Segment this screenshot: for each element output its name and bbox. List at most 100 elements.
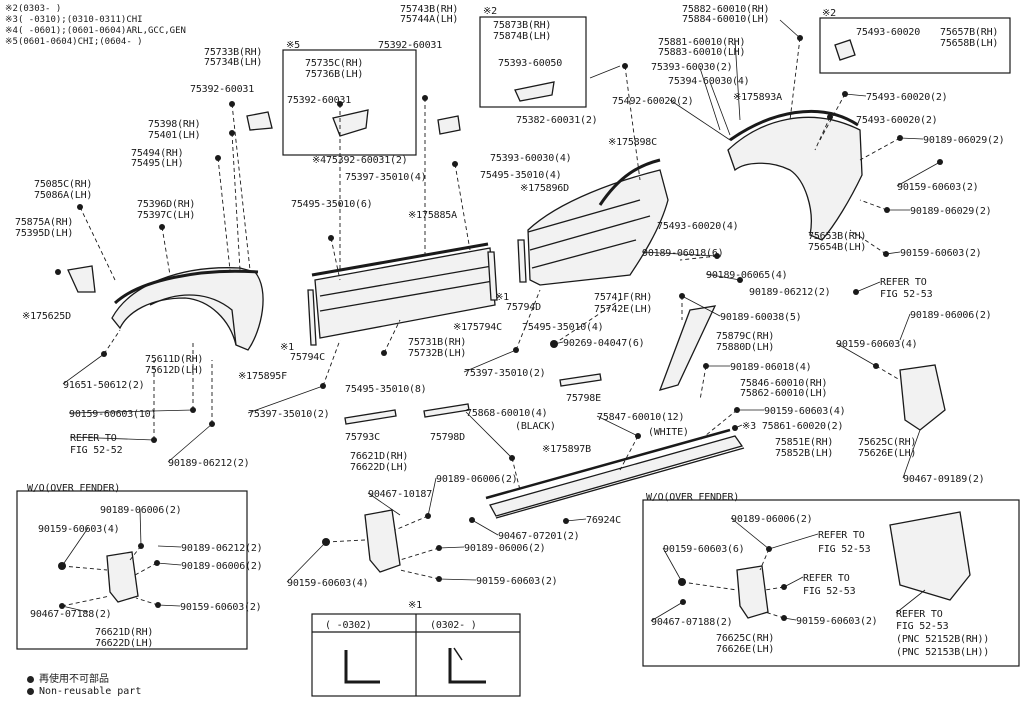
part-label: 75396D(RH) (137, 199, 196, 210)
part-label: 75393-60050 (498, 58, 563, 69)
part-label: REFER TO (896, 609, 943, 620)
part-label: 75382-60031(2) (516, 115, 598, 126)
part-label: 75393-60030(4) (490, 153, 572, 164)
box-note-5 (282, 49, 417, 156)
part-label: 75394-60030(4) (668, 76, 750, 87)
table-col-1: ( -0302) (325, 620, 372, 631)
part-label: REFER TO (803, 573, 850, 584)
box-note-2-b (819, 17, 1011, 74)
part-label: 75392-60031 (190, 84, 255, 95)
part-label: 75798E (566, 393, 601, 404)
part-label: ※175898C (608, 137, 657, 148)
part-label: 75798D (430, 432, 465, 443)
box-wo-over-fender-left (16, 490, 248, 650)
legend-dot-icon (27, 687, 34, 695)
part-label: FIG 52-53 (896, 621, 949, 632)
part-label: 75657B(RH) (940, 27, 999, 38)
part-label: 90159-60603(4) (38, 524, 120, 535)
part-label: W/O(OVER FENDER) (27, 483, 121, 494)
part-label: 90159-60603(4) (287, 578, 369, 589)
box-wo-over-fender-right (642, 499, 1020, 667)
part-label: ※175794C (453, 322, 502, 333)
clip-part-box5 (332, 109, 369, 137)
part-label: FIG 52-53 (818, 544, 871, 555)
strip-75798e (559, 373, 602, 387)
part-label: 75733B(RH) (204, 47, 263, 58)
part-label: ※175625D (22, 311, 71, 322)
part-label: 75626E(LH) (858, 448, 917, 459)
part-label: 75493-60020 (856, 27, 921, 38)
part-label: 75852B(LH) (775, 448, 834, 459)
part-label: 75875A(RH) (15, 217, 74, 228)
part-label: ※1 (280, 342, 294, 353)
part-label: 75492-60020(2) (612, 96, 694, 107)
part-label: 75847-60010(12) (597, 412, 685, 423)
part-label: 75494(RH) (131, 148, 184, 159)
part-label: (PNC 52152B(RH)) (896, 634, 990, 645)
part-label: 75879C(RH) (716, 331, 775, 342)
part-label: 75741F(RH) (594, 292, 653, 303)
part-label: 75397-35010(2) (248, 409, 330, 420)
note-line-3: ※4( -0601);(0601-0604)ARL,GCC,GEN (5, 26, 186, 36)
part-label: 90189-06006(2) (464, 543, 546, 554)
part-label: 90189-06018(4) (730, 362, 812, 373)
legend-non-reusable-ja: 再使用不可部品 (27, 670, 109, 685)
mudguard-rear (899, 364, 946, 431)
part-label: ※2 (822, 8, 836, 19)
part-label: 75731B(RH) (408, 337, 467, 348)
part-label: 90159-60603(6) (663, 544, 745, 555)
part-label: 90189-06006(2) (910, 310, 992, 321)
part-label: ※175897B (542, 444, 591, 455)
part-label: 90189-06018(6) (642, 248, 724, 259)
part-label: 90159-60603(2) (476, 576, 558, 587)
table-part-right (448, 648, 486, 684)
part-label: 75654B(LH) (808, 242, 867, 253)
part-label: 90159-60603(2) (900, 248, 982, 259)
part-label: ※1 (495, 292, 509, 303)
part-label: 90189-06029(2) (923, 135, 1005, 146)
mudguard-small-left (106, 551, 139, 603)
part-label: 75493-60020(2) (866, 92, 948, 103)
part-label: 90189-06006(2) (181, 561, 263, 572)
part-label: 75392-60031 (287, 95, 352, 106)
part-label: ※475392-60031(2) (312, 155, 408, 166)
part-label: 75398(RH) (148, 119, 201, 130)
part-label: 75884-60010(LH) (682, 14, 770, 25)
front-fender-flare-inner (149, 294, 237, 346)
part-label: 75495-35010(4) (522, 322, 604, 333)
part-label: 75401(LH) (148, 130, 201, 141)
part-label: 76622D(LH) (95, 638, 154, 649)
clip-part-box2b (834, 39, 856, 61)
mudguard-front (364, 509, 401, 573)
part-label: 75880D(LH) (716, 342, 775, 353)
part-label: 75732B(LH) (408, 348, 467, 359)
part-label: 90159-60603(10) (69, 409, 157, 420)
part-label: 75397-35010(4) (345, 172, 427, 183)
part-label: 75085C(RH) (34, 179, 93, 190)
part-label: 90159-60603(2) (180, 602, 262, 613)
part-label: 90189-06006(2) (100, 505, 182, 516)
part-label: 75736B(LH) (305, 69, 364, 80)
part-label: 75397-35010(2) (464, 368, 546, 379)
legend-label-en: Non-reusable part (39, 686, 142, 697)
part-label: 75625C(RH) (858, 437, 917, 448)
part-label: 90189-60038(5) (720, 312, 802, 323)
part-label: ※2 (483, 6, 497, 17)
part-label: 75493-60020(4) (657, 221, 739, 232)
note-line-1: ※2(0303- ) (5, 4, 62, 14)
part-label: W/O(OVER FENDER) (646, 492, 740, 503)
part-label: REFER TO (818, 530, 865, 541)
front-fender-flare (111, 267, 264, 351)
pillar-garnish-rear (517, 239, 527, 283)
part-label: 75882-60010(RH) (682, 4, 770, 15)
legend-non-reusable-en: Non-reusable part (27, 686, 141, 697)
part-label: 75862-60010(LH) (740, 388, 828, 399)
strip-75793c (344, 409, 397, 425)
part-label: 90269-04047(6) (563, 338, 645, 349)
part-label: ※175893A (733, 92, 782, 103)
bracket-top (246, 111, 273, 131)
part-label: ※175895F (238, 371, 287, 382)
part-label: REFER TO (70, 433, 117, 444)
part-label: 90189-06029(2) (910, 206, 992, 217)
